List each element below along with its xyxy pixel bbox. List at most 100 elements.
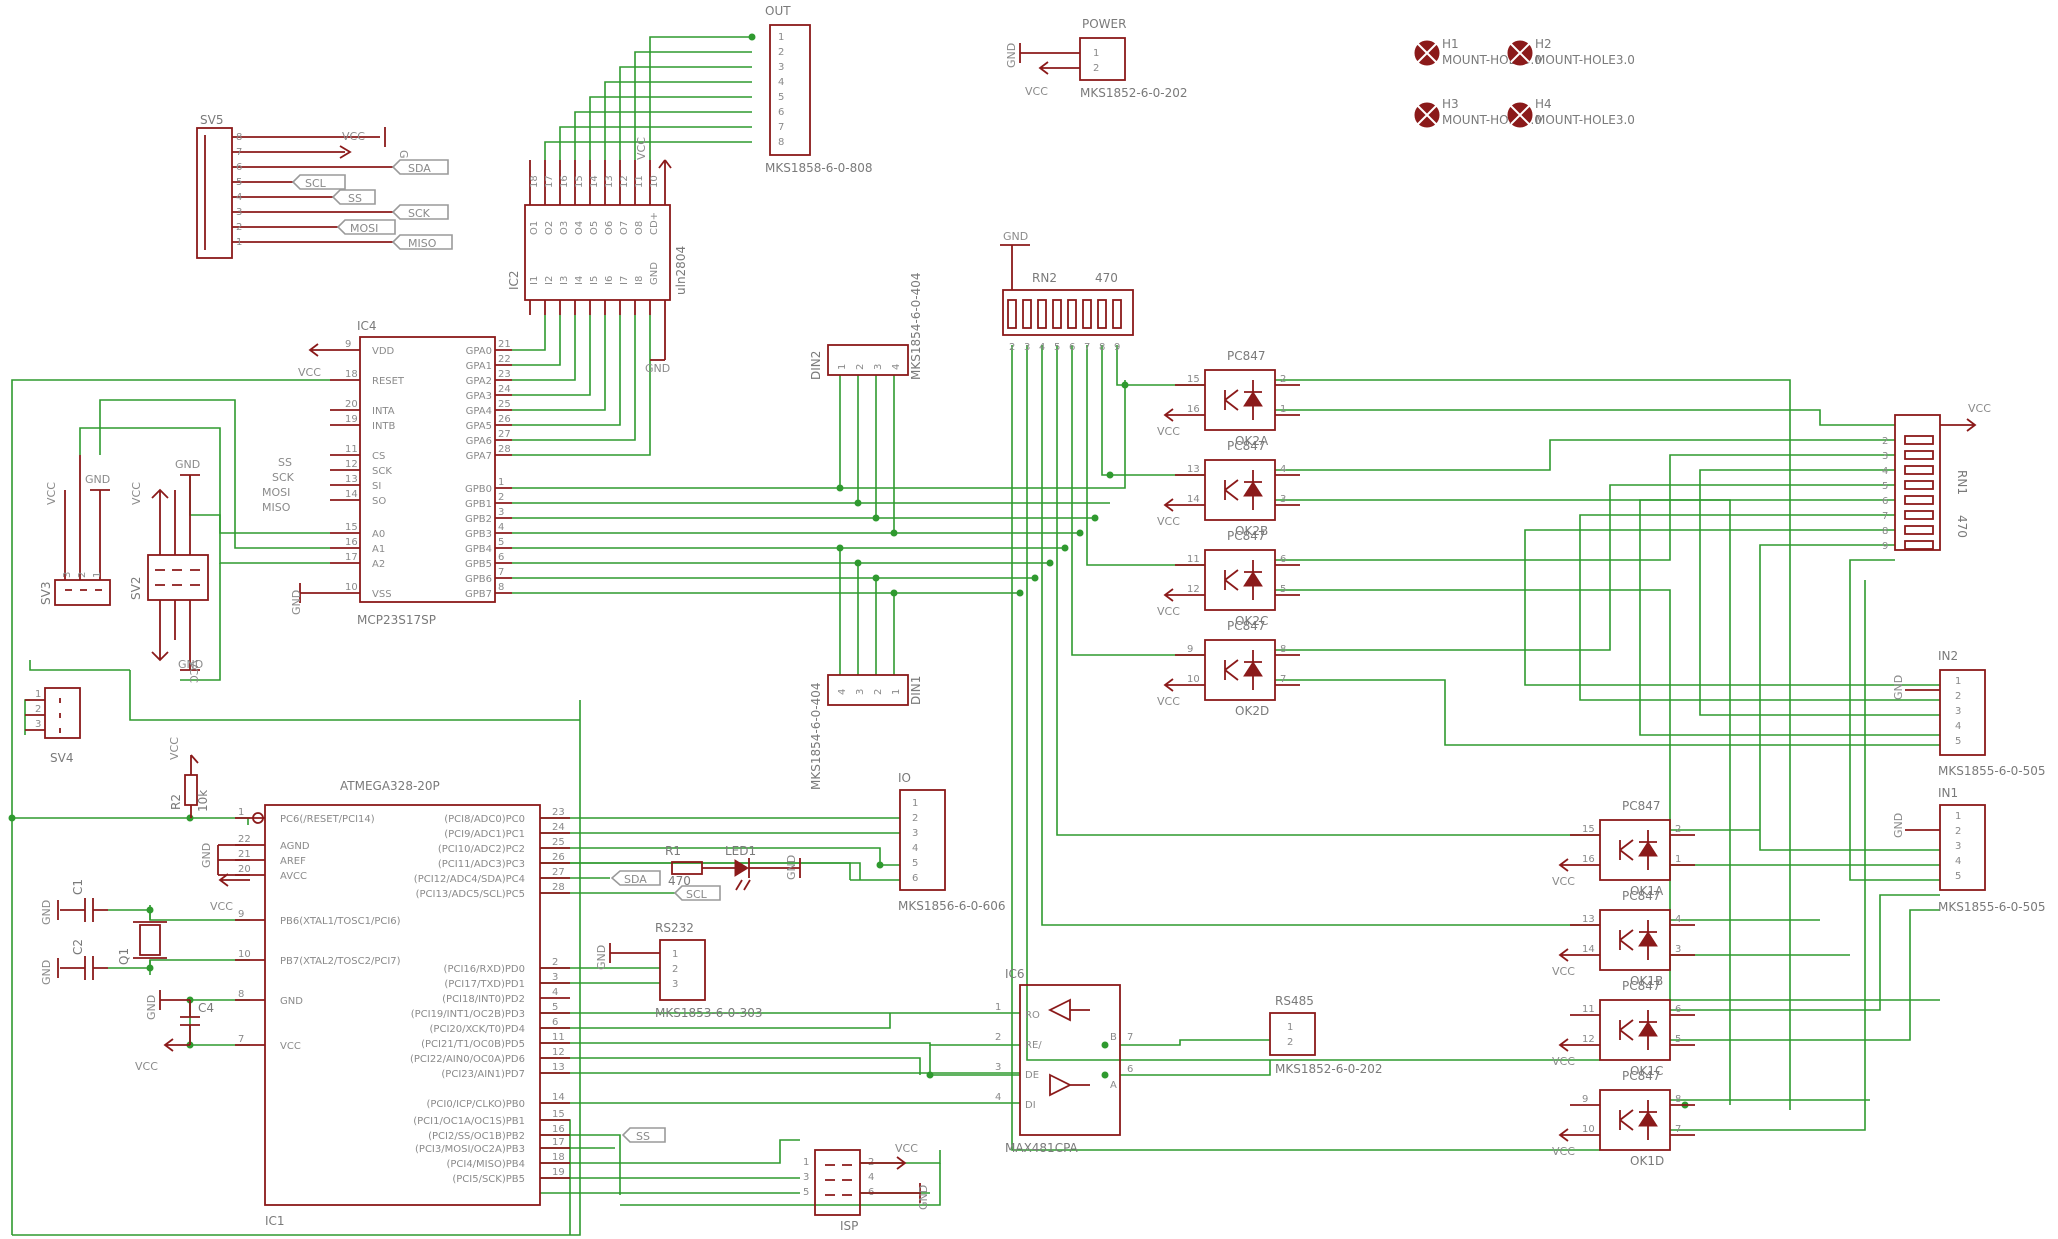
ic4-pin-name: GPB6 [465, 574, 492, 585]
svg-text:470: 470 [1095, 271, 1118, 285]
svg-text:4: 4 [236, 192, 242, 203]
rn2-resistor-cell [1067, 299, 1077, 329]
svg-text:14: 14 [1187, 494, 1200, 505]
ic4-pin-name: GPA7 [466, 451, 492, 462]
ic4-pin-name: SO [372, 496, 386, 507]
svg-text:1: 1 [1093, 48, 1099, 59]
ic4-pin-name: A2 [372, 559, 385, 570]
svg-text:VCC: VCC [635, 137, 648, 160]
svg-text:11: 11 [1187, 554, 1200, 565]
svg-text:VCC: VCC [1552, 1145, 1575, 1158]
svg-text:12: 12 [1187, 584, 1200, 595]
svg-text:6: 6 [236, 162, 242, 173]
rn1-resistor-cell [1904, 450, 1934, 460]
svg-text:VCC: VCC [1968, 402, 1991, 415]
sv5-connector: SV5 VCC GND SDA SCL SS SCK MOSI MISO 87 … [196, 113, 453, 259]
svg-text:RS485: RS485 [1275, 994, 1314, 1008]
svg-text:1: 1 [778, 32, 784, 43]
ic4-pin-number: 19 [345, 414, 358, 425]
svg-text:VCC: VCC [1552, 875, 1575, 888]
svg-text:2: 2 [672, 964, 678, 975]
svg-text:OK2A: OK2A [1235, 434, 1269, 448]
svg-text:MKS1852-6-0-202: MKS1852-6-0-202 [1275, 1062, 1383, 1076]
svg-text:3: 3 [35, 719, 41, 730]
svg-text:5: 5 [1675, 1034, 1681, 1045]
rn1-pin-number: 5 [1882, 481, 1888, 492]
svg-text:I7: I7 [619, 276, 630, 285]
svg-text:3: 3 [778, 62, 784, 73]
svg-text:PC847: PC847 [1622, 979, 1661, 993]
ic4-pin-name: GPB0 [465, 484, 492, 495]
svg-text:6: 6 [1127, 1064, 1133, 1075]
svg-text:SV5: SV5 [200, 113, 223, 127]
ic1-pin-name: (PCI4/MISO)PB4 [446, 1159, 525, 1170]
svg-text:2: 2 [778, 47, 784, 58]
svg-text:A: A [1110, 1080, 1117, 1091]
ic4-pin-number: 20 [345, 399, 358, 410]
c1-capacitor: C1 GND [40, 879, 108, 925]
ic4-pin-name: GPB1 [465, 499, 492, 510]
ic1-pin-name: (PCI13/ADC5/SCL)PC5 [416, 889, 525, 900]
svg-text:14: 14 [589, 175, 600, 188]
ic4-pin-name: GPA0 [466, 346, 492, 357]
svg-text:SDA: SDA [408, 162, 431, 175]
sv2-header: SV2 VCC GND GND VCC [129, 458, 209, 683]
svg-text:SCL: SCL [686, 888, 708, 901]
svg-text:VCC: VCC [1025, 85, 1048, 98]
svg-text:10: 10 [649, 175, 660, 188]
rn2-pin-number: 6 [1069, 342, 1075, 353]
ic4-pin-name: GPA1 [466, 361, 492, 372]
svg-text:15: 15 [1582, 824, 1595, 835]
ic1-pin-name: (PCI5/SCK)PB5 [452, 1174, 525, 1185]
ic1-pin-name: (PCI11/ADC3)PC3 [438, 859, 525, 870]
svg-text:5: 5 [1955, 736, 1961, 747]
svg-text:3: 3 [1955, 841, 1961, 852]
svg-text:OK1A: OK1A [1630, 884, 1664, 898]
ic4-pin-name: VSS [372, 589, 392, 600]
rn1-resistor-cell [1904, 540, 1934, 550]
ic1-pin-name: (PCI23/AIN1)PD7 [441, 1069, 525, 1080]
mount-hole-h2: H2 MOUNT-HOLE3.0 [1507, 37, 1635, 67]
ic4-pin-name: CS [372, 451, 385, 462]
ic1-pin-number: 26 [552, 852, 565, 863]
svg-text:I6: I6 [604, 276, 615, 285]
svg-text:12: 12 [1582, 1034, 1595, 1045]
svg-text:VCC: VCC [342, 130, 365, 143]
svg-text:1: 1 [672, 949, 678, 960]
ic1-pin-name: VCC [280, 1041, 301, 1052]
ic1-pin-name: (PCI22/AIN0/OC0A)PD6 [410, 1054, 525, 1065]
svg-text:SV3: SV3 [39, 582, 53, 605]
svg-text:13: 13 [1582, 914, 1595, 925]
svg-text:VCC: VCC [187, 660, 200, 683]
svg-text:CD+: CD+ [649, 212, 660, 235]
ic4-pin-number: 11 [345, 444, 358, 455]
ic1-pin-name: (PCI0/ICP/CLKO)PB0 [426, 1099, 525, 1110]
svg-text:VCC: VCC [45, 482, 58, 505]
svg-text:IC4: IC4 [357, 319, 377, 333]
svg-text:3: 3 [672, 979, 678, 990]
ic4-pin-number: 27 [498, 429, 511, 440]
svg-text:MAX481CPA: MAX481CPA [1005, 1141, 1079, 1155]
svg-text:7: 7 [1127, 1032, 1133, 1043]
svg-text:O1: O1 [529, 221, 540, 235]
svg-text:GND: GND [645, 362, 670, 375]
svg-text:SDA: SDA [624, 873, 647, 886]
svg-text:1: 1 [1675, 854, 1681, 865]
svg-text:16: 16 [1582, 854, 1595, 865]
svg-text:OUT: OUT [765, 4, 791, 18]
rn2-resistor-cell [1052, 299, 1062, 329]
svg-text:I3: I3 [559, 276, 570, 285]
svg-text:GND: GND [595, 945, 608, 970]
q1-crystal: Q1 [117, 921, 167, 965]
ic1-pin-number: 3 [552, 972, 558, 983]
ic1-atmega: ATMEGA328-20P IC1 1PC6(/RESET/PCI14)22AG… [200, 779, 570, 1228]
ic1-pin-name: (PCI16/RXD)PD0 [444, 964, 525, 975]
svg-text:O6: O6 [604, 221, 615, 235]
rn2-pin-number: 9 [1114, 342, 1120, 353]
svg-text:PC847: PC847 [1227, 529, 1266, 543]
svg-text:Q1: Q1 [117, 948, 131, 965]
svg-text:R2: R2 [169, 794, 183, 810]
ic1-pin-number: 11 [552, 1032, 565, 1043]
svg-text:11: 11 [1582, 1004, 1595, 1015]
svg-text:IC6: IC6 [1005, 967, 1025, 981]
